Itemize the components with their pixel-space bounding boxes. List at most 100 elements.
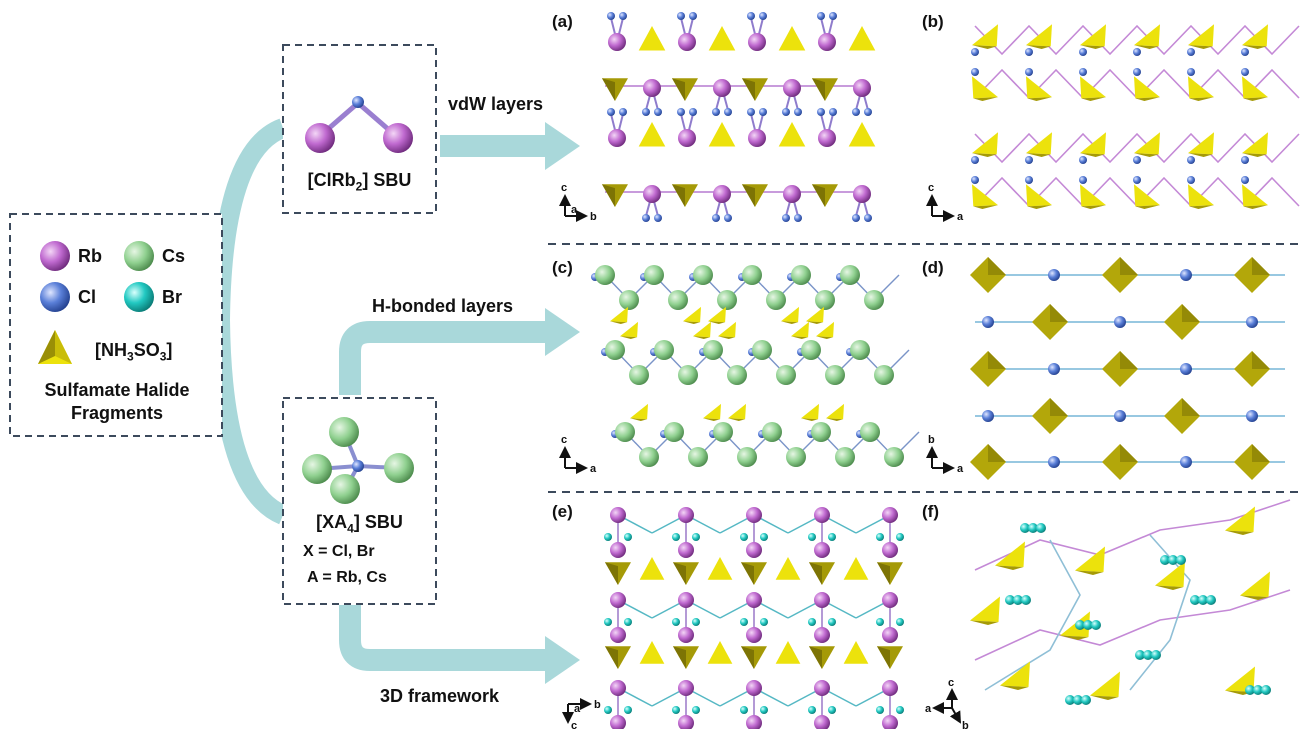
cs-atom: [835, 447, 855, 467]
panel-d-structure: [970, 257, 1285, 480]
sulfamate-tetrahedron: [1234, 351, 1270, 387]
framework-link: [974, 499, 1291, 571]
cl-atom: [724, 214, 732, 222]
sulfamate-tetrahedron: [848, 122, 876, 147]
sulfamate-tetrahedron: [1242, 76, 1268, 101]
br-atom: [760, 706, 768, 714]
cl-atom: [1025, 156, 1033, 164]
cl-atom: [677, 12, 685, 20]
panel-f-axes: c a b: [925, 677, 969, 729]
cl-atom: [642, 214, 650, 222]
cl-atom: [852, 214, 860, 222]
br-atom: [1206, 595, 1216, 605]
cs-atom: [713, 422, 733, 442]
br-atom: [896, 618, 904, 626]
cs-atom: [654, 340, 674, 360]
rb-atom: [678, 592, 694, 608]
cs-sphere-icon: [124, 241, 154, 271]
tetra-face: [707, 641, 733, 664]
br-atom: [1005, 595, 1015, 605]
sulfamate-tetrahedron: [741, 646, 767, 669]
sulfamate-tetrahedron: [848, 26, 876, 51]
sulfamate-tetrahedron: [1242, 132, 1268, 157]
panel-d-axes: b a: [926, 434, 964, 475]
cs-atom: [801, 340, 821, 360]
br-atom: [760, 533, 768, 541]
cl-atom: [1180, 363, 1192, 375]
sulfamate-tetrahedron: [778, 122, 806, 147]
tetra-face: [1182, 304, 1200, 322]
tetra-face: [1243, 205, 1268, 209]
cl-atom: [607, 108, 615, 116]
tetra-face: [988, 444, 1006, 462]
cl-atom: [1048, 269, 1060, 281]
cs-atom: [815, 290, 835, 310]
rb-atom: [814, 627, 830, 643]
cl-atom: [1180, 456, 1192, 468]
br-atom: [1073, 695, 1083, 705]
sbu-top-title: [ClRb2] SBU: [307, 170, 412, 194]
cl-atom: [689, 12, 697, 20]
tetra-face: [995, 565, 1024, 570]
sulfamate-tetrahedron: [708, 306, 726, 324]
tetra-face: [1050, 304, 1068, 322]
br-atom: [1091, 620, 1101, 630]
cl-atom: [759, 12, 767, 20]
cs-atom: [668, 290, 688, 310]
panel-a-axis-up: c: [561, 182, 567, 194]
tetra-face: [1240, 571, 1270, 597]
sulfamate-tetrahedron: [1225, 506, 1255, 535]
br-atom: [876, 618, 884, 626]
sulfamate-tetrahedron: [605, 646, 631, 669]
sulfamate-tetrahedron: [781, 306, 799, 324]
tetra-face: [812, 78, 825, 101]
tetra-face: [1080, 76, 1106, 99]
tetra-face: [843, 557, 869, 580]
br-atom: [1176, 555, 1186, 565]
br-atom: [808, 533, 816, 541]
br-atom: [760, 618, 768, 626]
cl-atom: [782, 108, 790, 116]
cs-atom: [678, 365, 698, 385]
br-atom: [1013, 595, 1023, 605]
panel-a-axis-right: b: [590, 211, 597, 223]
sulfamate-tetrahedron: [1102, 257, 1138, 293]
rb-atom: [882, 507, 898, 523]
tetra-face: [1188, 76, 1214, 99]
tetra-face: [1090, 695, 1119, 700]
tetra-face: [1081, 205, 1106, 209]
tetra-face: [1155, 561, 1185, 587]
cs-atom: [742, 265, 762, 285]
sulfamate-tetrahedron: [995, 541, 1025, 570]
tetra-face: [781, 306, 799, 323]
sulfamate-tetrahedron: [970, 257, 1006, 293]
cs-atom: [693, 265, 713, 285]
tetra-face: [1242, 76, 1268, 99]
tetra-face: [1081, 97, 1106, 101]
sulfamate-tetrahedron: [1164, 398, 1200, 434]
sulfamate-tetrahedron: [708, 122, 736, 147]
tetra-face: [1080, 132, 1106, 155]
rb-atom: [746, 507, 762, 523]
arrow-bottom-label: 3D framework: [380, 686, 500, 706]
br-atom: [692, 533, 700, 541]
arrow-bottom-shaft: [339, 605, 545, 671]
tetra-face: [972, 184, 998, 207]
tetra-face: [1252, 257, 1270, 275]
rb-atom: [713, 185, 731, 203]
br-atom: [604, 618, 612, 626]
br-atom: [828, 706, 836, 714]
sulfamate-tetrahedron-icon: [38, 330, 72, 364]
cl-atom: [982, 316, 994, 328]
tetra-face: [1240, 595, 1269, 600]
tetra-face: [741, 562, 754, 585]
sulfamate-tetrahedron: [620, 321, 638, 339]
sulfamate-tetrahedron: [970, 444, 1006, 480]
cs-atom: [629, 365, 649, 385]
br-atom: [692, 706, 700, 714]
tetra-face: [610, 321, 628, 324]
sulfamate-tetrahedron: [683, 306, 701, 324]
cs-atom: [664, 422, 684, 442]
